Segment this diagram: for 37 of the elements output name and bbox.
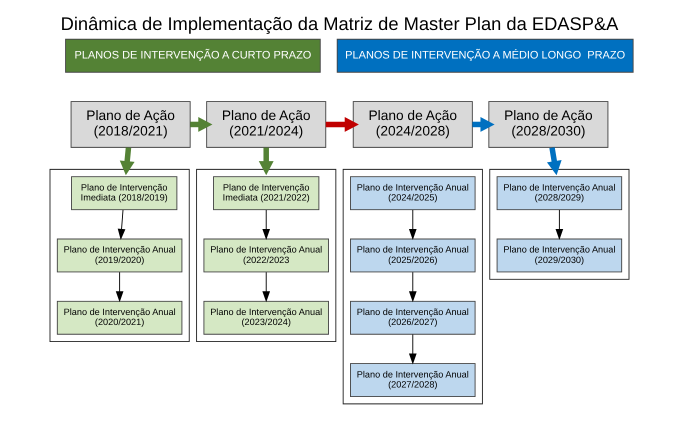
arrow <box>408 272 417 302</box>
arrow <box>120 147 135 176</box>
cluster <box>489 168 630 280</box>
node-box: Plano de Intervenção Anual (2028/2029) <box>496 176 622 210</box>
node-box: Plano de Intervenção Anual (2019/2020) <box>56 238 182 272</box>
arrow <box>546 147 562 176</box>
cluster <box>342 168 483 404</box>
arrow <box>262 272 270 302</box>
arrow <box>472 117 495 132</box>
node-box: Plano de Intervenção Anual (2024/2025) <box>350 176 476 210</box>
node-box: Plano de Intervenção Imediata (2021/2022) <box>213 176 320 210</box>
arrow <box>258 148 274 176</box>
arrow <box>116 272 124 302</box>
cluster <box>196 168 336 342</box>
arrow <box>326 117 359 132</box>
node-box: Plano de Ação (2018/2021) <box>70 101 191 148</box>
node-box: PLANOS DE INTERVENÇÃO A CURTO PRAZO <box>65 38 321 73</box>
node-box: Plano de Ação (2021/2024) <box>206 101 326 148</box>
arrow <box>262 210 270 240</box>
arrow <box>118 210 126 240</box>
arrow <box>556 210 564 240</box>
cluster <box>50 168 190 342</box>
arrow <box>190 117 212 132</box>
node-box: Plano de Intervenção Anual (2025/2026) <box>350 238 476 272</box>
node-box: Plano de Intervenção Anual (2020/2021) <box>56 300 182 335</box>
node-box: Plano de Ação (2028/2030) <box>488 101 608 148</box>
node-box: Plano de Intervenção Anual (2023/2024) <box>203 300 329 335</box>
node-box: Plano de Intervenção Anual (2027/2028) <box>350 363 476 398</box>
node-box: Plano de Intervenção Imediata (2018/2019) <box>71 176 178 210</box>
node-box: Plano de Intervenção Anual (2029/2030) <box>496 238 622 272</box>
diagram-title: Dinâmica de Implementação da Matriz de Master Plan da EDASP&A <box>60 13 618 34</box>
node-box: Plano de Intervenção Anual (2022/2023 <box>203 238 329 272</box>
node-box: PLANOS DE INTERVENÇÃO A MÉDIO LONGO PRAZO <box>336 38 634 73</box>
arrow <box>408 210 417 240</box>
node-box: Plano de Intervenção Anual (2026/2027) <box>350 300 476 335</box>
arrow <box>408 334 417 365</box>
node-box: Plano de Ação (2024/2028) <box>352 101 473 148</box>
